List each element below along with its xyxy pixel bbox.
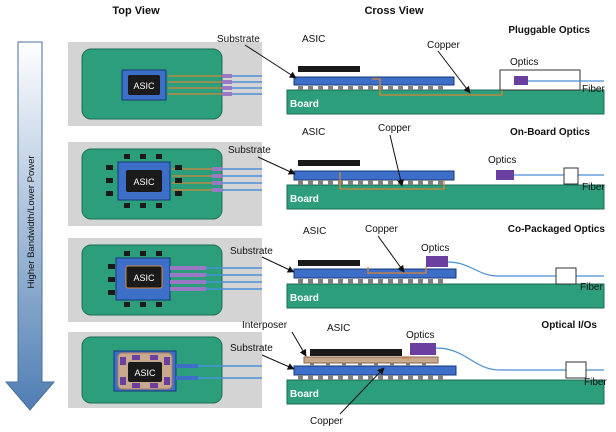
fiber bbox=[447, 261, 604, 277]
fiber-connector bbox=[565, 361, 587, 379]
asic bbox=[310, 349, 402, 356]
asic bbox=[298, 160, 360, 166]
substrate bbox=[293, 365, 457, 376]
top-view-header: Top View bbox=[112, 5, 160, 17]
board-label: Board bbox=[290, 99, 319, 110]
fiber-label: Fiber bbox=[582, 84, 605, 95]
row-title: Pluggable Optics bbox=[508, 25, 590, 36]
row-on-board: ASIC Board Substrate ASIC Copper Optics … bbox=[68, 123, 605, 226]
row-title: On-Board Optics bbox=[510, 127, 590, 138]
optics-label: Optics bbox=[406, 330, 434, 341]
board bbox=[286, 283, 605, 309]
row-pluggable: ASIC Board Substrate ASIC Copper Optics … bbox=[68, 25, 605, 126]
board bbox=[286, 89, 605, 115]
substrate bbox=[293, 170, 455, 181]
row-title: Co-Packaged Optics bbox=[508, 224, 606, 235]
copper-trace bbox=[372, 78, 503, 96]
row-co-packaged: ASIC Board Substrate ASIC Copper Optics … bbox=[68, 224, 605, 322]
copper-label: Copper bbox=[365, 224, 398, 235]
asic bbox=[298, 66, 360, 72]
fiber-lines bbox=[232, 75, 262, 95]
asic-label: ASIC bbox=[303, 226, 326, 237]
interposer-label: Interposer bbox=[242, 320, 288, 331]
fiber-label: Fiber bbox=[580, 282, 603, 293]
asic-label: ASIC bbox=[133, 273, 155, 283]
copper-trace bbox=[339, 172, 445, 190]
copper-trace bbox=[367, 267, 427, 274]
asic-label: ASIC bbox=[133, 177, 155, 187]
copper-label: Copper bbox=[310, 416, 343, 427]
asic-chip bbox=[128, 362, 162, 382]
fiber-connector bbox=[555, 267, 577, 285]
row-optical-io: ASIC Board Interposer Substrate ASIC Opt… bbox=[68, 320, 607, 427]
optics bbox=[496, 170, 514, 180]
substrate-label: Substrate bbox=[228, 145, 271, 156]
optics bbox=[410, 343, 436, 355]
board-label: Board bbox=[290, 293, 319, 304]
copper-traces bbox=[168, 75, 222, 95]
board-label: Board bbox=[290, 389, 319, 400]
asic bbox=[298, 260, 360, 266]
substrate-label: Substrate bbox=[230, 246, 273, 257]
asic-chip bbox=[125, 265, 163, 289]
asic-label: ASIC bbox=[302, 34, 325, 45]
board bbox=[286, 379, 605, 405]
optics bbox=[514, 76, 528, 85]
interposer bbox=[303, 356, 439, 364]
board bbox=[286, 184, 605, 210]
board-label: Board bbox=[290, 194, 319, 205]
asic-chip bbox=[126, 170, 162, 192]
asic-label: ASIC bbox=[327, 323, 350, 334]
fiber-connector bbox=[563, 167, 579, 185]
pluggable-module bbox=[499, 69, 581, 91]
substrate-label: Substrate bbox=[217, 34, 260, 45]
arrow-label: Higher Bandwidth/Lower Power bbox=[26, 155, 37, 288]
fiber bbox=[435, 347, 604, 371]
copper-label: Copper bbox=[378, 123, 411, 134]
optics-label: Optics bbox=[488, 155, 516, 166]
asic-label: ASIC bbox=[134, 368, 156, 378]
asic-label: ASIC bbox=[302, 127, 325, 138]
substrate bbox=[293, 76, 455, 86]
copper-label: Copper bbox=[427, 40, 460, 51]
optics-label: Optics bbox=[421, 243, 449, 254]
asic-chip bbox=[128, 75, 160, 95]
row-title: Optical I/Os bbox=[541, 320, 597, 331]
bandwidth-arrow: Higher Bandwidth/Lower Power bbox=[4, 41, 56, 411]
fiber-label: Fiber bbox=[582, 182, 605, 193]
optics-label: Optics bbox=[510, 57, 538, 68]
asic-label: ASIC bbox=[133, 81, 155, 91]
cross-view-header: Cross View bbox=[364, 5, 424, 17]
fiber-label: Fiber bbox=[584, 377, 607, 388]
substrate-label: Substrate bbox=[230, 343, 273, 354]
optics bbox=[426, 256, 448, 267]
